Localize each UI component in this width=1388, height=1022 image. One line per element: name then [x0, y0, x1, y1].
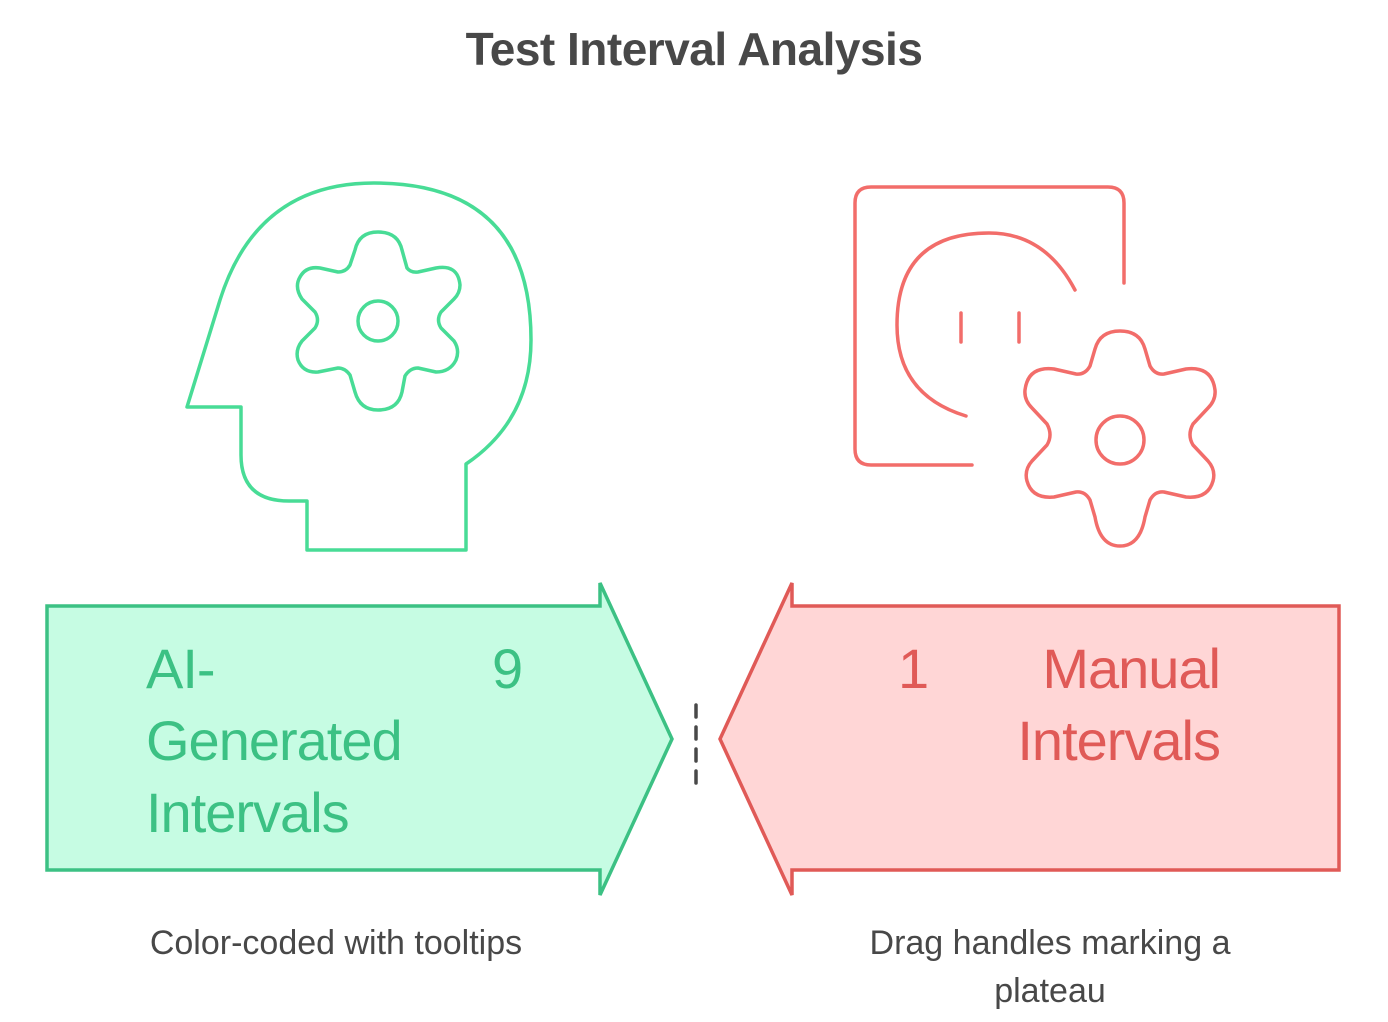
ai-generated-label-line-1: AI- [146, 637, 216, 700]
ai-generated-description: Color-coded with tooltips [149, 924, 523, 962]
manual-description-line-1: Drag handles marking a [869, 924, 1231, 962]
face-arc [895, 231, 1077, 418]
manual-label: Manual Intervals [960, 633, 1221, 777]
manual-description: Drag handles marking a plateau [800, 919, 1300, 1015]
gear-icon [1023, 329, 1217, 548]
manual-face-gear-icon [853, 185, 1217, 548]
ai-generated-arrow [45, 582, 674, 896]
gear-hub [356, 299, 400, 343]
manual-label-line-2: Intervals [1017, 709, 1221, 772]
ai-generated-label-line-3: Intervals [146, 781, 350, 844]
ai-generated-label: AI- Generated Intervals [146, 633, 403, 849]
frame-outline [853, 185, 1126, 467]
page-title: Test Interval Analysis [465, 23, 923, 75]
ai-generated-label-line-2: Generated [146, 709, 403, 772]
manual-label-line-1: Manual [1042, 637, 1221, 700]
manual-description-line-2: plateau [994, 972, 1106, 1010]
head-outline [185, 181, 533, 552]
manual-arrow [718, 582, 1341, 896]
head-with-gear-icon [185, 181, 533, 552]
gear-icon [295, 230, 462, 412]
manual-count: 1 [898, 637, 929, 700]
ai-generated-count: 9 [492, 637, 523, 700]
gear-hub [1094, 414, 1146, 466]
